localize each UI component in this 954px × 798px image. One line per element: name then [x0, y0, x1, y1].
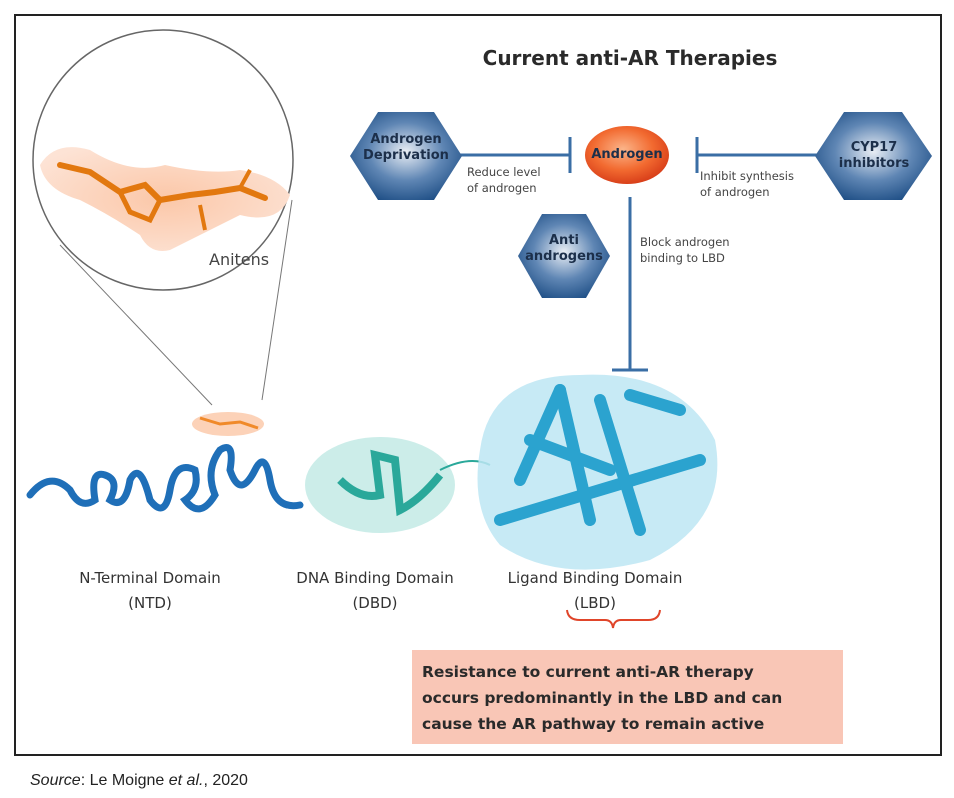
annotation-line: Reduce level — [467, 165, 541, 179]
label-line: inhibitors — [838, 156, 910, 171]
source-etal: et al. — [168, 772, 204, 789]
block-annotation: Block androgen binding to LBD — [640, 234, 730, 266]
label-line: Anti — [549, 233, 579, 248]
domain-name: DNA Binding Domain — [296, 569, 454, 587]
source-year: , 2020 — [203, 772, 248, 789]
label-line: Deprivation — [363, 148, 449, 163]
annotation-line: binding to LBD — [640, 251, 725, 265]
anti-androgens-label: Anti androgens — [520, 233, 608, 265]
hexagon-cyp17-inhibitors — [815, 112, 932, 200]
magnifier-circle — [32, 29, 294, 291]
domain-abbr: (DBD) — [352, 594, 398, 612]
hexagon-anti-androgens — [518, 214, 610, 298]
label-line: Androgen — [370, 132, 442, 147]
hexagon-androgen-deprivation — [350, 112, 462, 200]
inhibition-line-cyp17 — [695, 137, 818, 173]
domain-label-ntd: N-Terminal Domain (NTD) — [50, 566, 250, 616]
source-prefix: Source — [30, 772, 81, 789]
annotation-line: Inhibit synthesis — [700, 169, 794, 183]
annotation-line: of androgen — [700, 185, 770, 199]
magnifier-lines — [59, 199, 293, 406]
note-line: occurs predominantly in the LBD and can — [422, 689, 783, 707]
note-line: cause the AR pathway to remain active — [422, 715, 765, 733]
anitens-molecule-icon — [40, 147, 290, 251]
label-line: CYP17 — [850, 140, 898, 155]
androgen-label: Androgen — [591, 147, 663, 162]
cyp17-label: CYP17 inhibitors — [818, 140, 930, 172]
source-authors: : Le Moigne — [80, 772, 169, 789]
inhibition-line-antiandrogens — [612, 197, 648, 372]
domain-name: N-Terminal Domain — [79, 569, 221, 587]
label-line: androgens — [525, 249, 603, 264]
source-citation: Source: Le Moigne et al., 2020 — [30, 772, 248, 790]
inhibit-annotation: Inhibit synthesis of androgen — [700, 168, 794, 200]
annotation-line: of androgen — [467, 181, 537, 195]
domain-abbr: (NTD) — [128, 594, 172, 612]
note-line: Resistance to current anti-AR therapy — [422, 663, 754, 681]
domain-label-dbd: DNA Binding Domain (DBD) — [275, 566, 475, 616]
androgen-deprivation-label: Androgen Deprivation — [352, 132, 460, 164]
lbd-structure — [477, 374, 718, 570]
inhibition-line-deprivation — [460, 137, 572, 173]
figure-title: Current anti-AR Therapies — [482, 46, 778, 70]
resistance-note: Resistance to current anti-AR therapy oc… — [412, 650, 843, 744]
domain-abbr: (LBD) — [574, 594, 616, 612]
domain-name: Ligand Binding Domain — [507, 569, 683, 587]
dbd-structure — [305, 437, 491, 533]
molecule-label: Anitens — [209, 250, 270, 269]
annotation-line: Block androgen — [640, 235, 730, 249]
lbd-brace — [566, 609, 661, 629]
small-molecule-icon — [192, 412, 264, 436]
ntd-structure — [26, 444, 304, 513]
domain-label-lbd: Ligand Binding Domain (LBD) — [495, 566, 695, 616]
androgen-ellipse — [585, 126, 669, 184]
figure-frame — [14, 14, 942, 756]
reduce-annotation: Reduce level of androgen — [467, 164, 541, 196]
